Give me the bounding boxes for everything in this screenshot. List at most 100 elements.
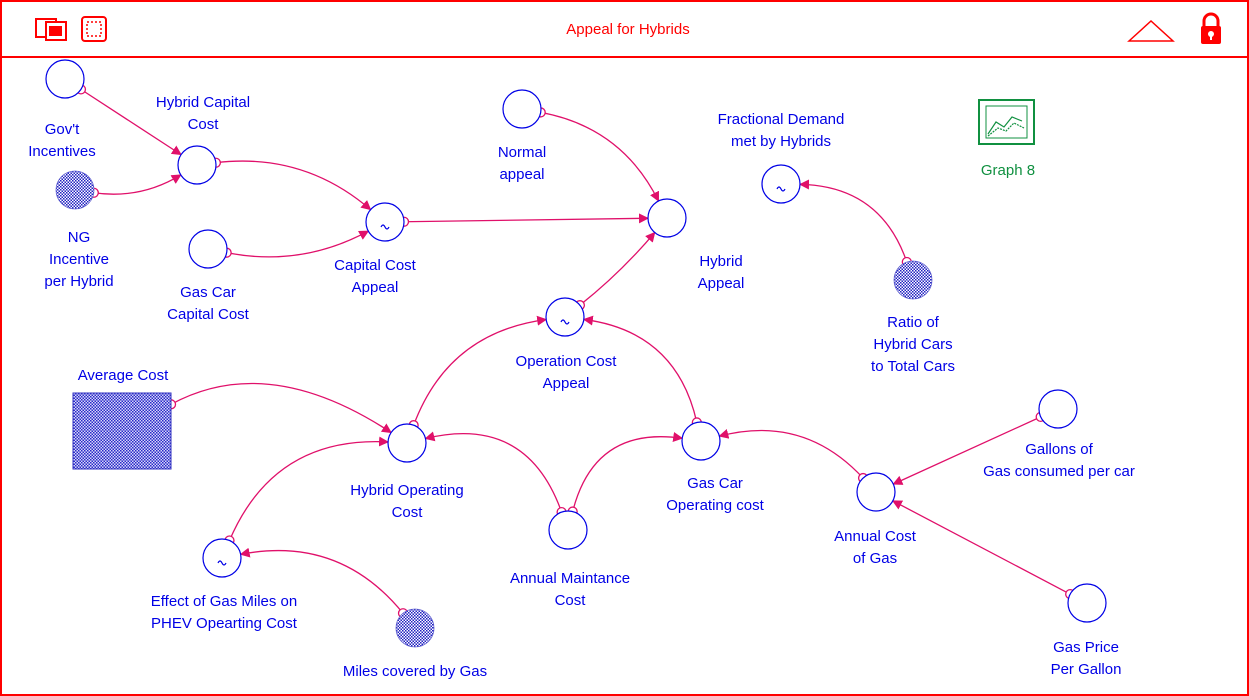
window-title: Appeal for Hybrids bbox=[566, 21, 689, 38]
ghost-converter[interactable] bbox=[893, 260, 933, 300]
converter-circle[interactable] bbox=[1067, 583, 1107, 623]
connector-annual_maintenance-to-hybrid_operating_cost[interactable] bbox=[424, 431, 563, 513]
node-label: Hybrid bbox=[699, 253, 742, 270]
node-effect-gas-miles[interactable]: Effect of Gas Miles on PHEV Opearting Cos… bbox=[151, 538, 298, 632]
node-label: Gas Price bbox=[1053, 639, 1119, 656]
lock-icon[interactable] bbox=[1201, 12, 1221, 44]
node-normal-appeal[interactable]: Normal appeal bbox=[498, 89, 546, 183]
converter-circle[interactable] bbox=[761, 164, 801, 204]
converter-circle[interactable] bbox=[365, 202, 405, 242]
converter-circle[interactable] bbox=[45, 59, 85, 99]
frame-select-icon[interactable] bbox=[81, 16, 107, 42]
node-label: Gas Car bbox=[180, 284, 236, 301]
node-fractional-demand[interactable]: Fractional Demand met by Hybrids bbox=[718, 111, 845, 204]
connector-govt_incentives-to-hybrid_capital_cost[interactable] bbox=[80, 88, 182, 156]
connector-operation_cost_appeal-to-hybrid_appeal[interactable] bbox=[579, 231, 656, 306]
stock-box[interactable] bbox=[72, 392, 172, 470]
converter-circle[interactable] bbox=[856, 472, 896, 512]
node-label: Capital Cost bbox=[334, 257, 417, 274]
connector-capital_cost_appeal-to-hybrid_appeal[interactable] bbox=[403, 213, 650, 224]
converter-circle[interactable] bbox=[387, 423, 427, 463]
node-label: Average Cost bbox=[78, 367, 169, 384]
node-label: NG bbox=[68, 229, 91, 246]
graph-pad-label: Graph 8 bbox=[981, 162, 1035, 179]
node-miles-gas[interactable]: Miles covered by Gas bbox=[343, 608, 487, 680]
graphical-function-icon bbox=[217, 560, 227, 566]
node-label: to Total Cars bbox=[871, 358, 955, 375]
node-label: Miles covered by Gas bbox=[343, 663, 487, 680]
node-label: Effect of Gas Miles on bbox=[151, 593, 297, 610]
node-label: Appeal bbox=[698, 275, 745, 292]
node-label: PHEV Opearting Cost bbox=[151, 615, 298, 632]
converter-circle[interactable] bbox=[545, 297, 585, 337]
converter-circle[interactable] bbox=[177, 145, 217, 185]
collapse-triangle-icon[interactable] bbox=[1127, 19, 1175, 42]
connector-ng_incentive-to-hybrid_capital_cost[interactable] bbox=[93, 174, 182, 195]
connector-annual_maintenance-to-gas_car_operating_cost[interactable] bbox=[572, 432, 684, 512]
node-label: Hybrid Cars bbox=[873, 336, 952, 353]
node-label: Operating cost bbox=[666, 497, 764, 514]
connector-gas_car_operating_cost-to-operation_cost_appeal[interactable] bbox=[582, 315, 698, 423]
connector-gas_car_capital_cost-to-capital_cost_appeal[interactable] bbox=[226, 230, 370, 258]
node-label: appeal bbox=[499, 166, 544, 183]
converter-circle[interactable] bbox=[202, 538, 242, 578]
converter-circle[interactable] bbox=[502, 89, 542, 129]
node-label: Incentives bbox=[28, 143, 96, 160]
connector-miles_gas-to-effect_gas_miles[interactable] bbox=[239, 547, 404, 614]
node-average-cost[interactable]: Average Cost bbox=[72, 367, 172, 470]
node-label: Fractional Demand bbox=[718, 111, 845, 128]
ghost-converter[interactable] bbox=[55, 170, 95, 210]
node-label: Per Gallon bbox=[1051, 661, 1122, 678]
graph-pad[interactable]: Graph 8 bbox=[978, 99, 1035, 179]
node-label: per Hybrid bbox=[44, 273, 113, 290]
node-label: Hybrid Capital bbox=[156, 94, 250, 111]
node-label: Operation Cost bbox=[516, 353, 618, 370]
connector-average_cost-to-hybrid_operating_cost[interactable] bbox=[170, 382, 392, 434]
node-label: Cost bbox=[392, 504, 424, 521]
connector-effect_gas_miles-to-hybrid_operating_cost[interactable] bbox=[228, 436, 390, 541]
converter-circle[interactable] bbox=[1038, 389, 1078, 429]
node-label: Gas Car bbox=[687, 475, 743, 492]
connector-hybrid_operating_cost-to-operation_cost_appeal[interactable] bbox=[413, 315, 548, 426]
converter-circle[interactable] bbox=[548, 510, 588, 550]
node-label: Hybrid Operating bbox=[350, 482, 463, 499]
node-label: Capital Cost bbox=[167, 306, 250, 323]
window-stack-icon[interactable] bbox=[35, 18, 67, 41]
graphical-function-icon bbox=[560, 319, 570, 325]
node-label: Incentive bbox=[49, 251, 109, 268]
node-ng-incentive[interactable]: NG Incentive per Hybrid bbox=[44, 170, 114, 290]
connector-normal_appeal-to-hybrid_appeal[interactable] bbox=[540, 111, 660, 202]
connector-annual_cost_gas-to-gas_car_operating_cost[interactable] bbox=[718, 429, 864, 479]
node-label: of Gas bbox=[853, 550, 897, 567]
ghost-converter[interactable] bbox=[395, 608, 435, 648]
converter-circle[interactable] bbox=[681, 421, 721, 461]
node-label: met by Hybrids bbox=[731, 133, 831, 150]
node-label: Cost bbox=[555, 592, 587, 609]
connector-gallons_gas-to-annual_cost_gas[interactable] bbox=[892, 416, 1041, 485]
connector-gas_price-to-annual_cost_gas[interactable] bbox=[891, 500, 1071, 595]
graphical-function-icon bbox=[380, 224, 390, 230]
connector-hybrid_capital_cost-to-capital_cost_appeal[interactable] bbox=[215, 160, 372, 211]
converter-circle[interactable] bbox=[647, 198, 687, 238]
converter-circle[interactable] bbox=[188, 229, 228, 269]
node-annual-cost-gas[interactable]: Annual Cost of Gas bbox=[834, 472, 917, 567]
graphical-function-icon bbox=[776, 186, 786, 192]
node-label: Annual Cost bbox=[834, 528, 917, 545]
connector-ratio_hybrid-to-fractional_demand[interactable] bbox=[798, 179, 908, 263]
node-label: Normal bbox=[498, 144, 546, 161]
